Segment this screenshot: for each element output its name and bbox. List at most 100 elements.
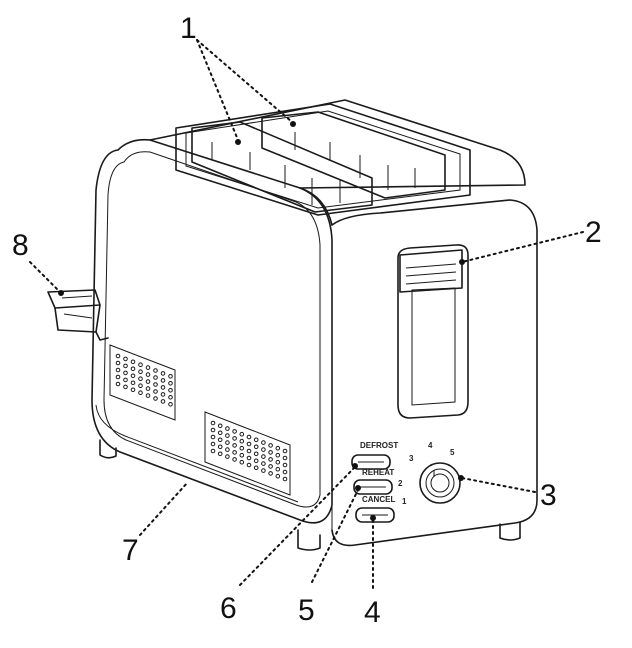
vent-hole <box>275 445 281 451</box>
cancel-button[interactable] <box>355 507 395 523</box>
vent-hole <box>168 374 173 379</box>
vent-hole <box>239 438 245 444</box>
crumb-tray <box>47 289 109 341</box>
vent-hole <box>130 366 136 372</box>
vent-hole <box>153 382 158 387</box>
callout-numbers: 1 2 3 4 5 6 7 8 <box>12 12 602 629</box>
vent-hole <box>253 458 259 464</box>
callout-6: 6 <box>220 592 237 625</box>
vent-hole <box>145 365 151 370</box>
callout-5: 5 <box>298 594 315 627</box>
vent-hole <box>261 468 266 473</box>
vent-hole <box>268 457 273 462</box>
vent-hole <box>225 433 230 438</box>
vent-hole <box>217 437 223 443</box>
vent-grill-left <box>109 344 176 421</box>
browning-dial[interactable] <box>419 462 461 504</box>
callout-1: 1 <box>180 12 197 45</box>
control-buttons: DEFROST REHEAT CANCEL <box>351 441 398 523</box>
vent-hole <box>138 369 143 375</box>
vent-hole <box>145 372 151 377</box>
vent-hole <box>282 462 288 468</box>
vent-hole <box>275 459 281 465</box>
vent-hole <box>145 393 151 398</box>
reheat-label: REHEAT <box>362 468 394 477</box>
vent-hole <box>239 452 245 458</box>
vent-hole <box>246 434 252 440</box>
vent-hole <box>282 469 288 475</box>
vent-hole <box>153 368 158 373</box>
vent-hole <box>253 437 259 443</box>
vent-hole <box>232 429 237 434</box>
vent-grill-right <box>204 411 291 496</box>
vent-hole <box>261 447 266 452</box>
vent-hole <box>153 389 158 394</box>
reheat-button[interactable] <box>353 479 393 495</box>
callout-3: 3 <box>540 479 557 512</box>
vent-hole <box>130 387 136 393</box>
vent-hole <box>268 443 273 448</box>
vent-hole <box>210 420 216 426</box>
vent-hole <box>217 423 223 429</box>
vent-hole <box>253 444 259 450</box>
vent-hole <box>261 454 266 459</box>
vent-hole <box>282 476 288 482</box>
vent-hole <box>268 450 273 455</box>
vent-hole <box>153 375 158 380</box>
vent-hole <box>145 379 151 384</box>
vent-hole <box>123 384 128 390</box>
dial-scale: 1 2 3 4 5 <box>398 441 455 506</box>
vent-hole <box>282 448 288 454</box>
toaster-body <box>91 99 538 551</box>
dial-mark-3: 3 <box>409 454 414 463</box>
carriage-lever <box>397 244 469 419</box>
vent-hole <box>217 430 223 436</box>
vent-hole <box>253 451 259 457</box>
vent-hole <box>130 373 136 379</box>
vent-hole <box>232 450 237 455</box>
defrost-button[interactable] <box>351 454 391 470</box>
vent-hole <box>123 356 128 362</box>
vent-hole <box>239 459 245 465</box>
vent-hole <box>160 378 166 383</box>
dial-mark-5: 5 <box>450 448 455 457</box>
vent-hole <box>115 374 121 380</box>
vent-hole <box>246 448 252 454</box>
vent-hole <box>232 443 237 448</box>
vent-hole <box>168 402 173 407</box>
callout-7: 7 <box>122 534 139 567</box>
vent-hole <box>168 395 173 400</box>
vent-hole <box>225 440 230 445</box>
vent-hole <box>246 455 252 461</box>
vent-hole <box>130 380 136 386</box>
vent-hole <box>160 385 166 390</box>
vent-hole <box>210 434 216 440</box>
vent-hole <box>282 455 288 461</box>
vent-hole <box>239 431 245 437</box>
vent-hole <box>225 447 230 452</box>
vent-hole <box>275 466 281 472</box>
vent-hole <box>268 464 273 469</box>
vent-hole <box>168 381 173 386</box>
callout-2: 2 <box>585 216 602 249</box>
vent-hole <box>210 441 216 447</box>
vent-hole <box>123 370 128 376</box>
vent-hole <box>246 462 252 468</box>
vent-hole <box>138 376 143 382</box>
vent-hole <box>232 436 237 441</box>
vent-hole <box>160 399 166 404</box>
vent-hole <box>239 445 245 451</box>
vent-hole <box>130 359 136 365</box>
vent-hole <box>123 377 128 383</box>
vent-hole <box>138 390 143 396</box>
vent-hole <box>160 371 166 376</box>
bread-slots <box>175 103 471 216</box>
vent-hole <box>210 427 216 433</box>
vent-hole <box>138 362 143 368</box>
vent-hole <box>115 360 121 366</box>
vent-hole <box>217 451 223 457</box>
dial-mark-2: 2 <box>398 479 403 488</box>
vent-hole <box>145 386 151 391</box>
vent-hole <box>225 426 230 431</box>
